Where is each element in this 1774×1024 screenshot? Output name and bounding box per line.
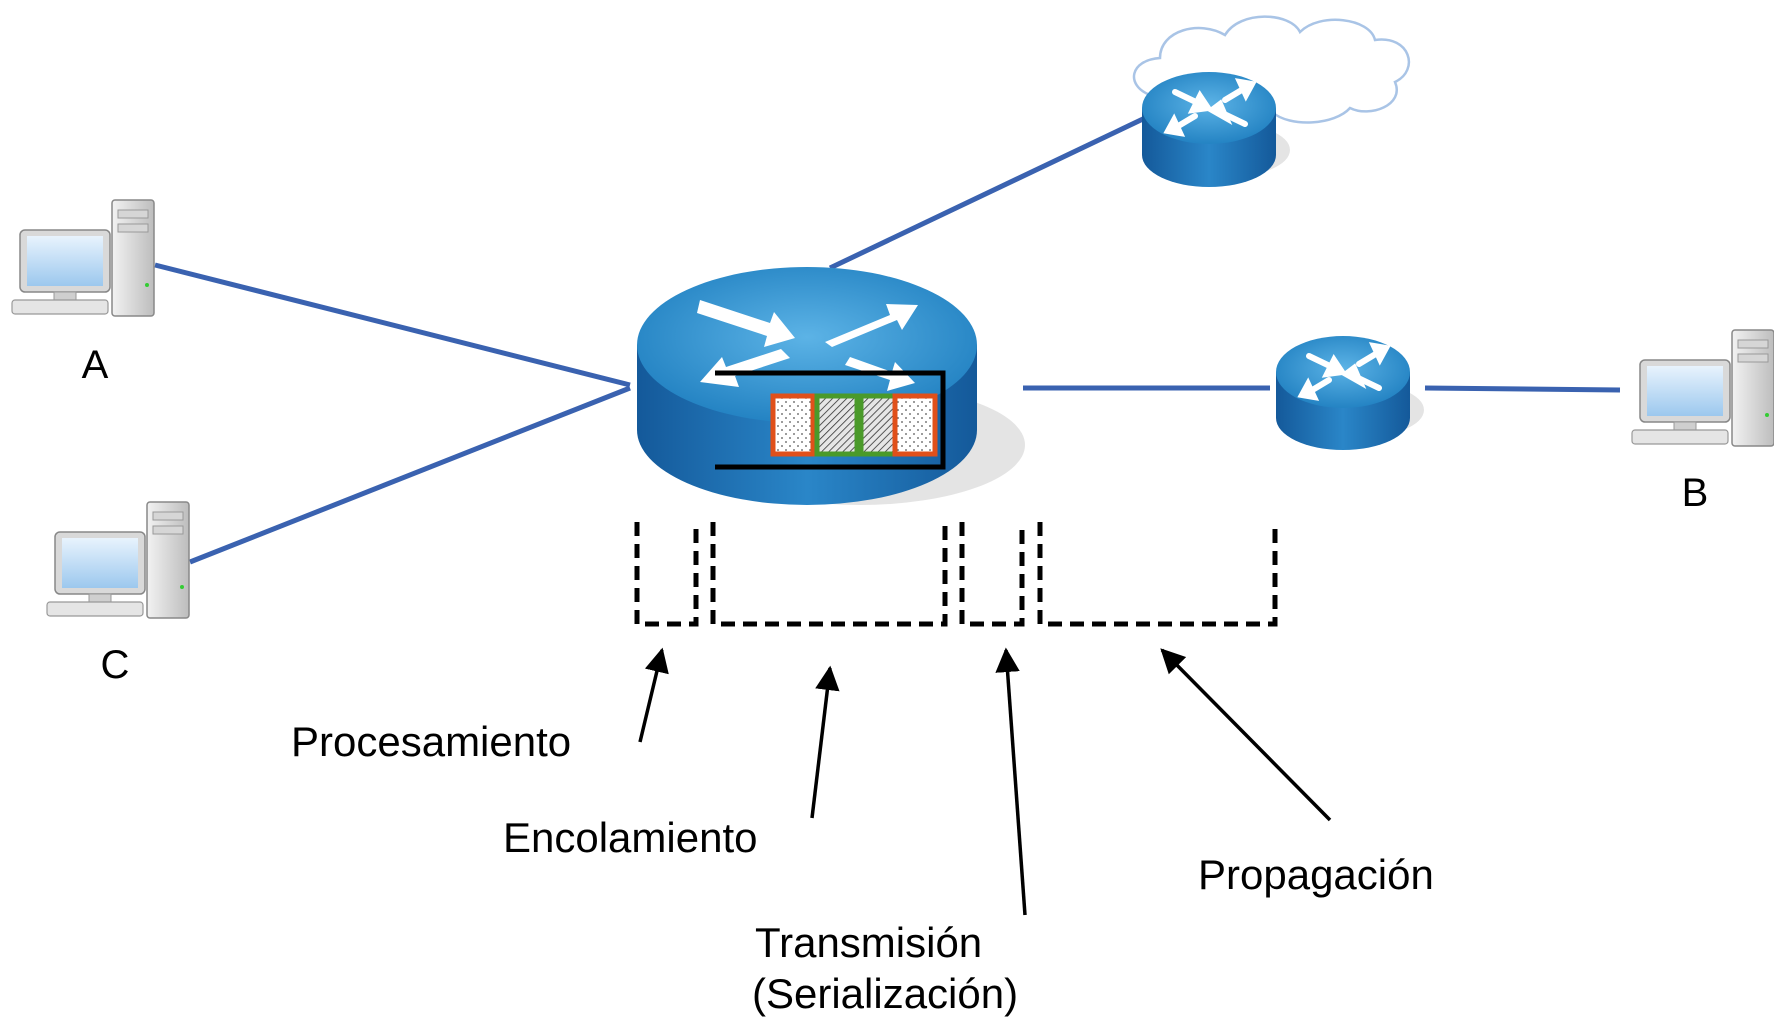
arrow-processing bbox=[638, 647, 669, 743]
arrow-propagation bbox=[1160, 648, 1332, 822]
link-a-router bbox=[154, 262, 631, 388]
router-right-icon bbox=[1276, 336, 1424, 450]
router-top-icon bbox=[1142, 72, 1290, 187]
bracket-processing bbox=[634, 522, 699, 627]
queue-packet-2 bbox=[814, 393, 860, 457]
delay-brackets bbox=[634, 522, 1278, 627]
computer-c-icon bbox=[46, 501, 190, 619]
host-a-label: A bbox=[82, 343, 109, 387]
arrow-transmission bbox=[995, 647, 1027, 916]
queue-packet-1 bbox=[770, 393, 816, 457]
computer-b-icon bbox=[1631, 329, 1774, 447]
arrow-queueing bbox=[810, 665, 840, 819]
label-transmission-line1: Transmisión bbox=[755, 919, 982, 966]
network-links bbox=[154, 115, 1621, 565]
label-queueing: Encolamiento bbox=[503, 814, 757, 861]
label-arrows bbox=[638, 647, 1332, 916]
host-c-label: C bbox=[101, 643, 130, 687]
link-right-router-b bbox=[1424, 385, 1621, 393]
link-c-router bbox=[189, 385, 631, 565]
computer-a-icon bbox=[11, 199, 155, 317]
host-b-label: B bbox=[1682, 471, 1709, 515]
bracket-queueing bbox=[710, 522, 948, 627]
queue-buffer bbox=[715, 370, 946, 470]
label-processing: Procesamiento bbox=[291, 718, 571, 765]
queue-packet-4 bbox=[892, 393, 938, 457]
bracket-propagation bbox=[1037, 522, 1278, 627]
label-propagation: Propagación bbox=[1198, 851, 1434, 898]
link-router-top bbox=[828, 115, 1147, 271]
bracket-transmission bbox=[959, 522, 1025, 627]
label-transmission-line2: (Serialización) bbox=[752, 970, 1018, 1017]
